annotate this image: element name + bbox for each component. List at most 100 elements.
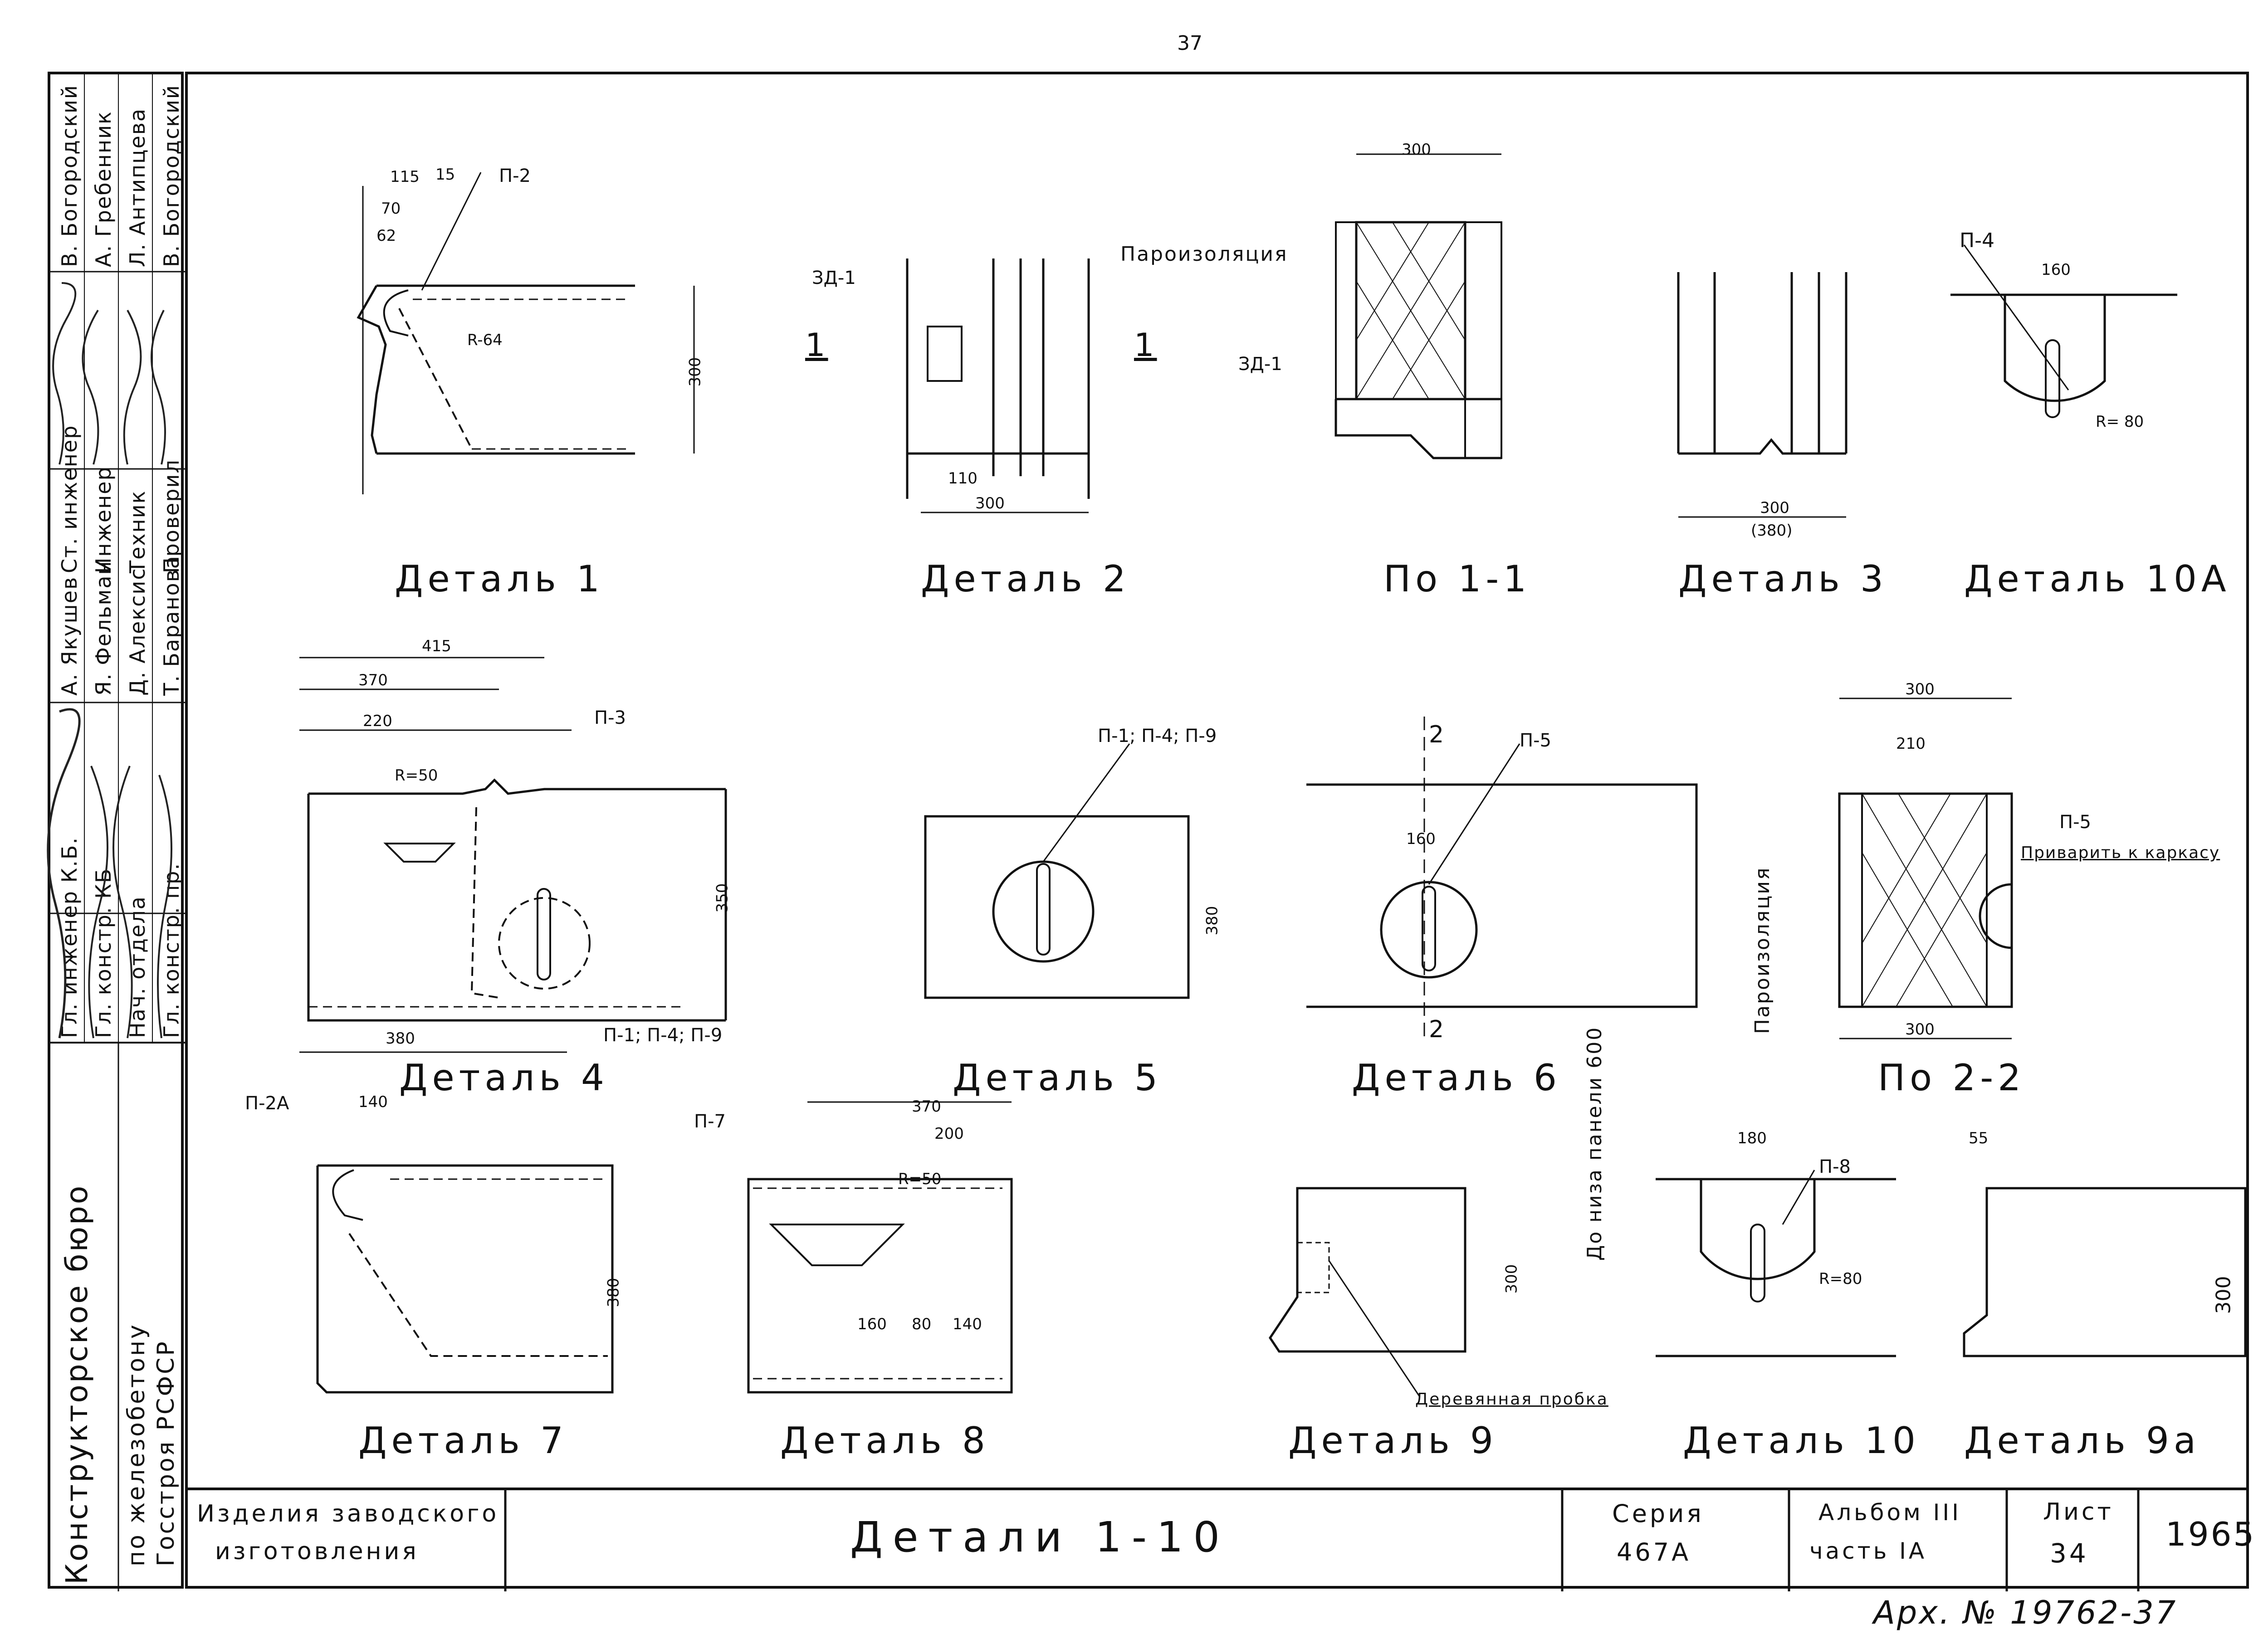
detail-6-drawing (1306, 717, 1698, 1043)
album-label: Альбом III (1818, 1499, 1961, 1526)
product-type-line-1: Изделия заводского (197, 1500, 499, 1527)
dim-d2-300: 300 (975, 494, 1005, 512)
detail-7-drawing (316, 1164, 614, 1394)
part-label: часть IА (1809, 1538, 1927, 1564)
stamp-grid (50, 74, 186, 1591)
dim-d10-r80: R=80 (1819, 1270, 1862, 1288)
detail-9-drawing (1268, 1187, 1466, 1397)
dim-d3-300: 300 (1760, 499, 1789, 517)
section-2-2-drawing (1838, 697, 2013, 1039)
detail-5-drawing (924, 743, 1190, 999)
dim-d2-110: 110 (948, 469, 978, 488)
detail-1-drawing (357, 172, 695, 494)
detail-9a-drawing (1963, 1187, 2247, 1357)
dim-d1-300: 300 (686, 357, 704, 387)
dim-d4-415: 415 (422, 637, 451, 655)
dim-d8-r50: R=50 (898, 1170, 942, 1188)
page-number: 37 (1177, 32, 1202, 55)
dim-d8-200: 200 (934, 1125, 964, 1143)
dim-d8-370: 370 (912, 1097, 941, 1116)
mark-p7: П-7 (694, 1111, 726, 1132)
mark-p5-b: П-5 (2059, 812, 2091, 833)
caption-detail-6: Деталь 6 (1352, 1057, 1561, 1099)
dim-d1-r64: R-64 (467, 331, 503, 349)
dim-d8-160: 160 (857, 1315, 887, 1333)
dim-d8-80: 80 (912, 1315, 932, 1333)
dim-d4-r50: R=50 (395, 766, 438, 785)
dim-d10a-r80: R= 80 (2096, 413, 2144, 431)
caption-detail-4: Деталь 4 (399, 1057, 609, 1099)
dim-d6-160: 160 (1406, 830, 1436, 848)
dim-d7-140: 140 (358, 1093, 388, 1111)
caption-detail-5: Деталь 5 (953, 1057, 1162, 1099)
archive-number: Арх. № 19762-37 (1873, 1594, 2178, 1631)
title-block-grid (504, 1490, 2140, 1591)
caption-detail-10a: Деталь 10А (1964, 558, 2231, 600)
caption-detail-7: Деталь 7 (358, 1419, 568, 1462)
dim-d1-15: 15 (435, 166, 455, 184)
section-mark-1a: 1 (805, 327, 828, 364)
dim-d7-380: 380 (604, 1278, 623, 1307)
detail-4-drawing (299, 657, 727, 1053)
series-label: Серия (1612, 1499, 1704, 1528)
section-mark-2a: 2 (1429, 721, 1447, 748)
stamp-strip: Гл. инженер К.Б. Гл. констр. КБ Нач. отд… (47, 72, 186, 1591)
caption-detail-10: Деталь 10 (1683, 1419, 1920, 1462)
year: 1965 (2165, 1515, 2256, 1553)
sheet-value: 34 (2050, 1538, 2089, 1569)
mark-p5-a: П-5 (1520, 730, 1551, 751)
mark-zd1-b: ЗД-1 (1238, 354, 1282, 375)
detail-8-drawing (747, 1101, 1013, 1394)
dim-s11-300: 300 (1402, 141, 1431, 159)
drawing-title: Детали 1-10 (850, 1513, 1230, 1561)
mark-p1-p4-p9-b: П-1; П-4; П-9 (603, 1025, 723, 1046)
caption-detail-9: Деталь 9 (1288, 1419, 1498, 1462)
caption-detail-8: Деталь 8 (780, 1419, 990, 1462)
dim-s22-300b: 300 (1905, 1020, 1935, 1039)
dim-s22-300: 300 (1905, 680, 1935, 698)
dim-d1-62: 62 (376, 227, 396, 245)
section-1-1-drawing (1334, 153, 1502, 459)
note-weld-to-frame: Приварить к каркасу (2021, 844, 2220, 862)
dim-s22-210: 210 (1896, 735, 1926, 753)
caption-section-2-2: По 2-2 (1878, 1057, 2026, 1099)
mark-p3: П-3 (594, 707, 626, 728)
dim-d4-380: 380 (386, 1029, 415, 1048)
mark-p8: П-8 (1819, 1156, 1851, 1177)
mark-p2a: П-2А (245, 1093, 289, 1114)
dim-d8-140: 140 (953, 1315, 982, 1333)
dim-d9a-300: 300 (2212, 1276, 2235, 1314)
dim-d4-350: 350 (713, 883, 732, 913)
caption-detail-9a: Деталь 9а (1964, 1419, 2200, 1462)
dim-d3-380: (380) (1751, 522, 1793, 540)
dim-d1-70: 70 (381, 200, 401, 218)
note-wood-plug: Деревянная пробка (1415, 1390, 1608, 1409)
note-vapor-barrier-1: Пароизоляция (1120, 243, 1288, 266)
detail-2-drawing (906, 259, 1090, 513)
product-type-line-2: изготовления (215, 1538, 419, 1565)
title-block: Изделия заводского изготовления Детали 1… (185, 1488, 2254, 1591)
detail-3-drawing (1677, 272, 1848, 518)
mark-p1-p4-p9-a: П-1; П-4; П-9 (1098, 726, 1217, 746)
detail-10a-drawing (1950, 244, 2177, 418)
caption-detail-2: Деталь 2 (921, 558, 1130, 600)
caption-section-1-1: По 1-1 (1383, 558, 1531, 600)
note-vapor-barrier-2: Пароизоляция (1751, 866, 1774, 1034)
dim-d4-370: 370 (358, 671, 388, 689)
mark-p2: П-2 (499, 166, 531, 186)
dim-d1-115: 115 (390, 168, 420, 186)
note-to-panel-bottom: До низа панели 600 (1583, 1026, 1606, 1261)
dim-d10-180: 180 (1737, 1129, 1767, 1147)
mark-zd1-a: ЗД-1 (812, 268, 856, 288)
dim-d9a-55: 55 (1969, 1129, 1989, 1147)
dim-d5-380: 380 (1203, 906, 1222, 936)
section-mark-2b: 2 (1429, 1016, 1447, 1043)
dim-d9-300: 300 (1502, 1264, 1521, 1294)
detail-10-drawing (1656, 1170, 1896, 1357)
signatures (47, 282, 172, 1039)
dim-d4-220: 220 (363, 712, 392, 730)
section-mark-1b: 1 (1134, 327, 1157, 364)
series-value: 467А (1617, 1538, 1691, 1566)
dim-d10a-160: 160 (2041, 261, 2071, 279)
